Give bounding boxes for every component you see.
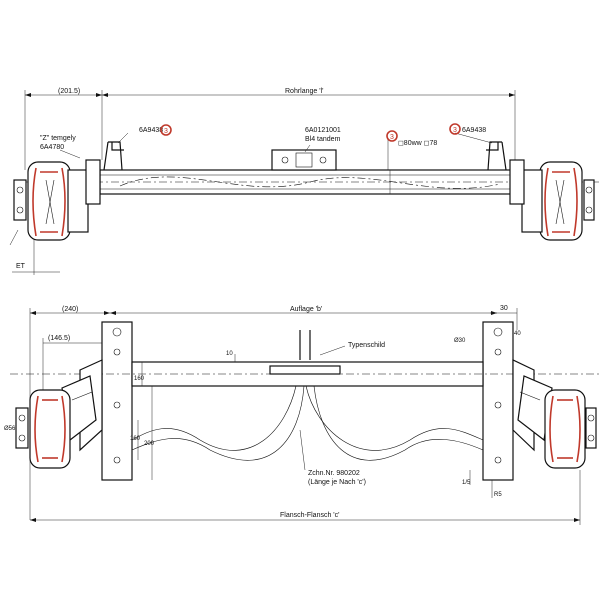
dim-200: 200 — [144, 441, 155, 447]
label-zchn-line2: (Länge je Nach 'c') — [308, 479, 366, 486]
dim-30: 30 — [500, 305, 508, 312]
left-brake-drum-bottom — [15, 389, 71, 469]
dim-support-label: Auflage 'b' — [290, 306, 322, 313]
bottom-view: (240) Auflage 'b' 30 40 Ø30 (146.5) — [4, 305, 600, 525]
dim-phi30: Ø30 — [454, 338, 466, 344]
label-et: ET — [16, 263, 26, 270]
dim-160b: 160 — [130, 436, 141, 442]
callout-circle-right — [449, 123, 461, 135]
top-view: (201.5) Rohrlange 'l' "Z" temge — [9, 88, 600, 275]
label-center-line1: 6A0121001 — [305, 127, 341, 134]
dim-flange-label: Flansch-Flansch 'c' — [280, 512, 339, 519]
label-z-line2: 6A4780 — [40, 144, 64, 151]
callout-circle-tube — [386, 130, 398, 142]
callout-num-left: 3 — [164, 128, 168, 135]
dim-r5: R5 — [494, 492, 502, 498]
dim-tube-label: Rohrlange 'l' — [285, 88, 323, 95]
dim-10: 10 — [226, 351, 233, 357]
dim-r1: 1/5 — [462, 480, 471, 486]
left-support-plate — [101, 321, 133, 481]
dim-left-bottom: (240) — [62, 306, 78, 313]
callout-num-right: 3 — [453, 127, 457, 134]
left-brake-drum-top — [13, 159, 101, 241]
label-z-line1: "Z" temgely — [40, 135, 76, 142]
left-bracket — [103, 141, 123, 171]
label-zchn-line1: Zchn.Nr. 980202 — [308, 470, 360, 477]
dim-left-label: (201.5) — [58, 88, 80, 95]
dim-160a: 160 — [134, 376, 145, 382]
right-brake-drum-bottom — [544, 389, 597, 469]
type-plate — [269, 365, 341, 375]
right-support-plate — [482, 321, 514, 481]
dim-40: 40 — [514, 331, 521, 337]
right-bracket — [487, 141, 507, 171]
callout-circle-left — [160, 124, 172, 136]
label-center-line2: Bl4 tandem — [305, 136, 341, 143]
right-trailing-arm — [512, 359, 553, 452]
center-mount-plate — [271, 149, 337, 171]
label-right-part: 6A9438 — [462, 127, 486, 134]
label-left-part: 6A9438 — [139, 127, 163, 134]
right-brake-drum-top — [509, 159, 595, 241]
label-typenschild: Typenschild — [348, 342, 385, 349]
label-tube: ◻80ww ◻78 — [398, 140, 437, 147]
dim-146: (146.5) — [48, 335, 70, 342]
callout-num-tube: 3 — [390, 134, 394, 141]
dim-phi56: Ø56 — [4, 426, 16, 432]
